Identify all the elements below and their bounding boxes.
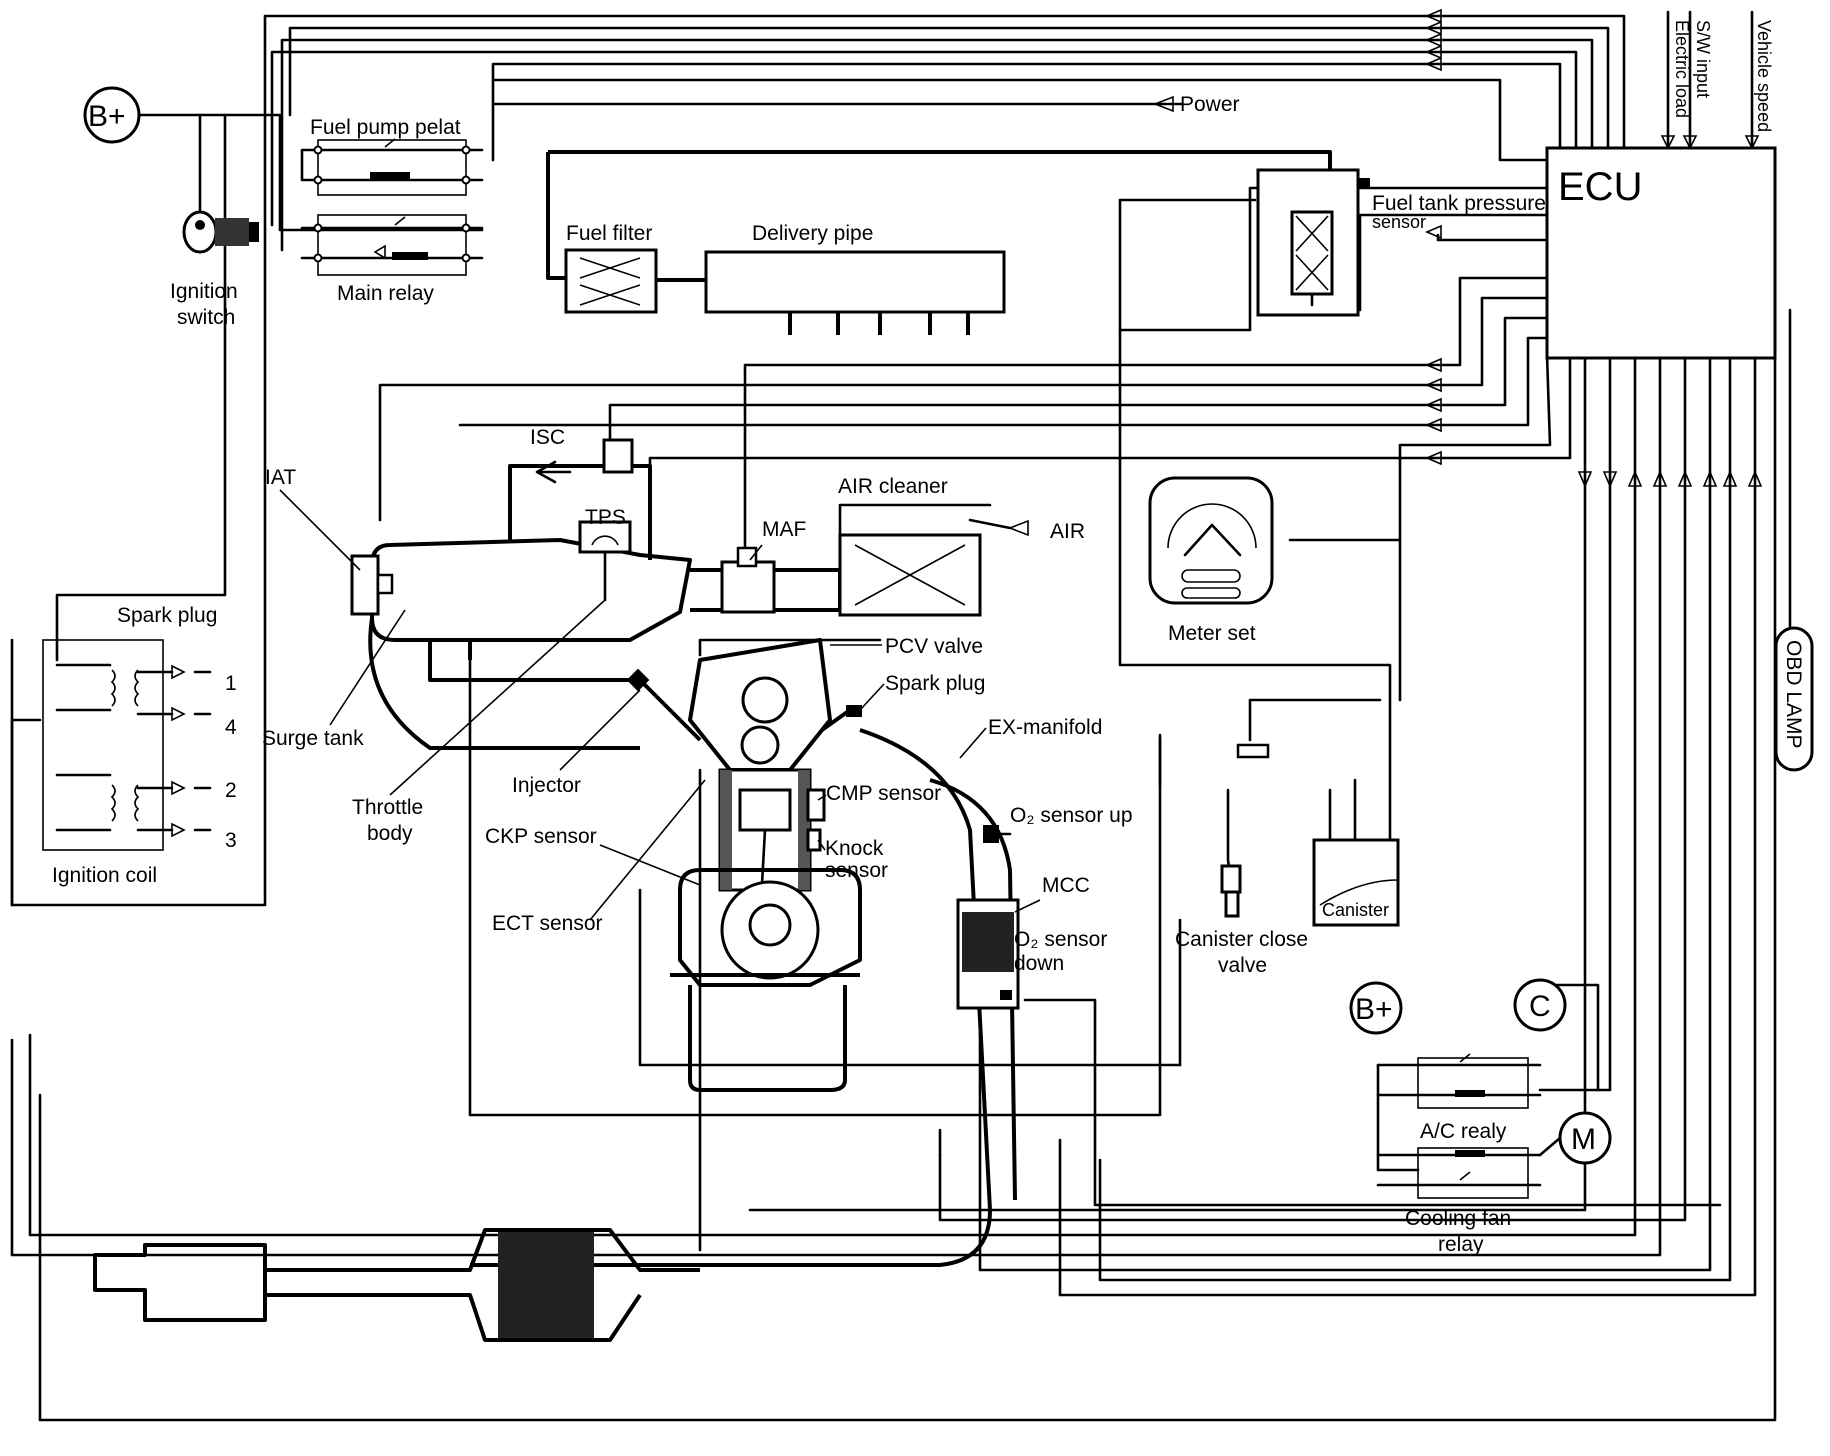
fuel-pump-relay: Fuel pump pelat — [300, 116, 484, 196]
throttle-body-label-2: body — [367, 822, 413, 845]
b-plus-ac-label: B+ — [1355, 993, 1393, 1026]
spark-plug-engine-label: Spark plug — [885, 672, 985, 695]
tps-label: TPS — [585, 506, 626, 529]
pcv-valve-label: PCV valve — [885, 635, 983, 658]
fuel-filter: Fuel filter — [546, 150, 1332, 314]
ignition-switch-label-2: switch — [177, 306, 235, 329]
spark-plug-coil-label: Spark plug — [117, 604, 217, 627]
ex-manifold-label: EX-manifold — [988, 716, 1102, 739]
obd-lamp: OBD LAMP — [1774, 626, 1814, 772]
canister: Canister — [1312, 778, 1400, 927]
compressor-label: C — [1529, 990, 1551, 1023]
throttle-body-label-1: Throttle — [352, 796, 423, 819]
ecu-label: ECU — [1558, 165, 1642, 209]
delivery-pipe: Delivery pipe — [656, 222, 1006, 335]
air-label: AIR — [1050, 520, 1085, 543]
iat-label: IAT — [265, 466, 296, 489]
surge-tank-label: Surge tank — [262, 727, 364, 750]
intake-system: AIR cleaner AIR — [350, 438, 1085, 750]
fuel-filter-label: Fuel filter — [566, 222, 652, 245]
vehicle-speed-label: Vehicle speed — [1754, 20, 1774, 132]
ignition-switch-label-1: Ignition — [170, 280, 238, 303]
obd-lamp-label: OBD LAMP — [1782, 640, 1805, 749]
ect-sensor-label: ECT sensor — [492, 912, 603, 935]
cooling-fan-relay: M Cooling fan relay — [1376, 1111, 1612, 1256]
knock-sensor-label-1: Knock — [825, 837, 884, 860]
b-plus-label: B+ — [88, 100, 126, 133]
cylinder-4-label: 4 — [225, 716, 237, 739]
isc-label: ISC — [530, 426, 565, 449]
exhaust-system — [93, 728, 1020, 1342]
canister-close-valve: Canister close valve — [1175, 743, 1308, 977]
ac-relay: B+ C A/C realy — [1349, 978, 1567, 1143]
meter-set: Meter set — [1148, 476, 1274, 645]
cooling-fan-label-1: Cooling fan — [1405, 1207, 1511, 1230]
ignition-coil-label: Ignition coil — [52, 864, 157, 887]
canister-label: Canister — [1322, 900, 1389, 920]
power-label: Power — [1180, 93, 1240, 116]
canister-close-label-2: valve — [1218, 954, 1267, 977]
meter-set-label: Meter set — [1168, 622, 1256, 645]
wiring-harness — [10, 10, 1792, 1422]
o2-sensor-up-label: O₂ sensor up — [1010, 804, 1133, 827]
ecu: ECU — [1545, 146, 1777, 360]
maf-label: MAF — [762, 518, 806, 541]
ac-relay-label: A/C realy — [1420, 1120, 1507, 1143]
mcc-label: MCC — [1042, 874, 1090, 897]
fuel-tank-pressure-sensor: Fuel tank pressure sensor — [1256, 168, 1546, 317]
cylinder-3-label: 3 — [225, 829, 237, 852]
battery-positive: B+ — [83, 86, 141, 144]
cooling-fan-label-2: relay — [1438, 1233, 1484, 1256]
fuel-tank-pressure-label-1: Fuel tank pressure — [1372, 192, 1546, 215]
fan-motor-label: M — [1571, 1123, 1596, 1156]
o2-sensor-down-label-2: down — [1014, 952, 1064, 975]
electric-load-label-2: S/W input — [1693, 20, 1713, 98]
delivery-pipe-label: Delivery pipe — [752, 222, 873, 245]
canister-close-label-1: Canister close — [1175, 928, 1308, 951]
main-relay: Main relay — [300, 214, 484, 305]
injector-label: Injector — [512, 774, 581, 797]
cylinder-2-label: 2 — [225, 779, 237, 802]
signal-arrows — [1007, 8, 1763, 537]
engine-block — [626, 638, 882, 1092]
electric-load-label-1: Electric load — [1672, 20, 1692, 118]
ckp-sensor-label: CKP sensor — [485, 825, 597, 848]
cylinder-1-label: 1 — [225, 672, 237, 695]
component-labels: ISC IAT TPS MAF PCV valve Spark plug EX-… — [262, 426, 1133, 975]
main-relay-label: Main relay — [337, 282, 434, 305]
knock-sensor-label-2: sensor — [825, 859, 888, 882]
air-cleaner-label: AIR cleaner — [838, 475, 948, 498]
cmp-sensor-label: CMP sensor — [826, 782, 941, 805]
fuel-tank-pressure-label-2: sensor — [1372, 212, 1426, 232]
ignition-switch: Ignition switch — [170, 210, 259, 329]
fuel-pump-relay-label: Fuel pump pelat — [310, 116, 461, 139]
ignition-coil: 1 4 2 3 Spark plug Ignition coil — [42, 604, 237, 887]
o2-sensor-down-label-1: O₂ sensor — [1014, 928, 1107, 951]
